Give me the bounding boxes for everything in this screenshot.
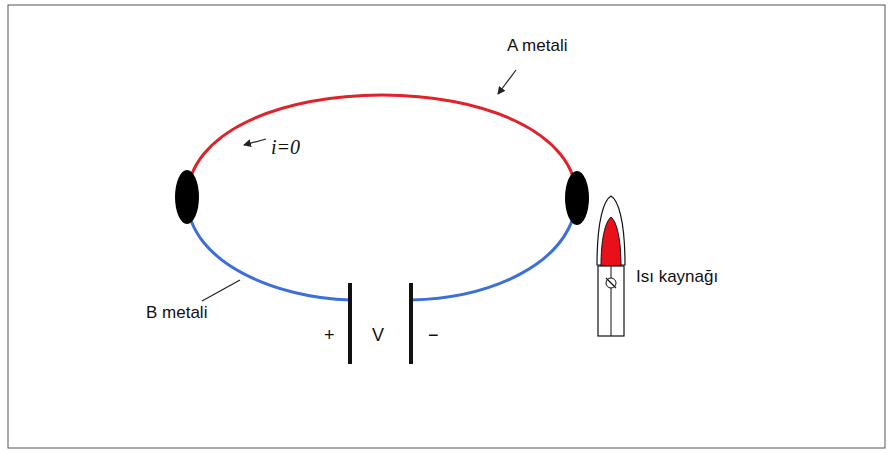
burner-valve	[606, 278, 616, 288]
metal-b-wire	[187, 200, 350, 300]
battery-plate	[409, 283, 413, 364]
polarity-sign: −	[428, 326, 439, 346]
part-label: Isı kaynağı	[636, 268, 718, 287]
leader-arrow	[498, 70, 516, 94]
burner-tube	[611, 266, 612, 336]
junction	[175, 170, 199, 224]
frame	[8, 5, 885, 448]
leader-line	[202, 280, 240, 301]
burner-body	[598, 266, 624, 336]
voltage-label: V	[372, 326, 384, 346]
current-label: i=0	[271, 136, 300, 158]
junction	[565, 171, 589, 225]
part-label: B metali	[146, 304, 207, 323]
battery-plate	[348, 283, 352, 364]
flame	[601, 217, 621, 266]
current-arrow	[244, 139, 266, 145]
flame-outline	[597, 196, 625, 265]
part-label: A metali	[507, 37, 567, 56]
polarity-sign: +	[324, 326, 335, 346]
burner-valve	[606, 278, 616, 288]
metal-a-wire	[187, 95, 577, 200]
metal-b-wire	[411, 200, 577, 300]
